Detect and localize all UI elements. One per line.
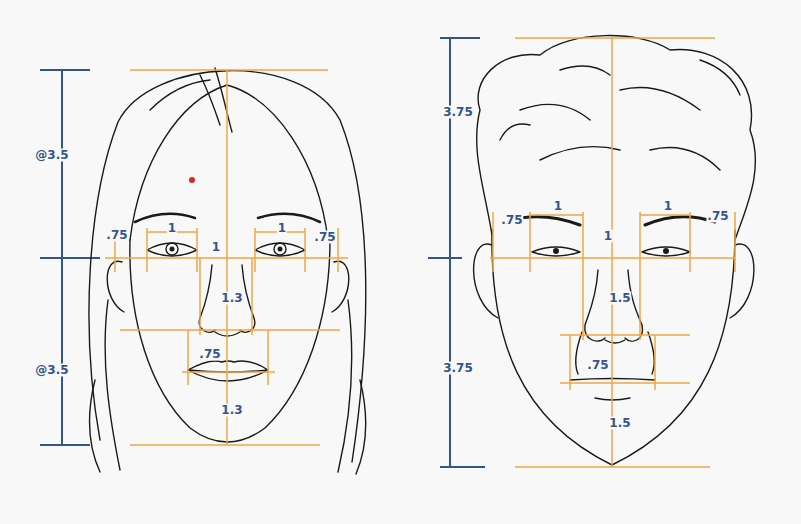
iris bbox=[274, 243, 286, 255]
iris bbox=[166, 243, 178, 255]
pupil bbox=[170, 247, 175, 252]
dimension-label: 1 bbox=[277, 222, 287, 235]
pupil bbox=[278, 247, 283, 252]
hair-strands bbox=[90, 68, 366, 474]
hair-outline bbox=[89, 71, 366, 462]
dimension-label: 1 bbox=[211, 241, 221, 254]
dimension-label: .75 bbox=[586, 359, 609, 372]
ear bbox=[107, 261, 349, 312]
eye bbox=[147, 243, 305, 256]
nose bbox=[585, 270, 643, 343]
face-outline bbox=[130, 240, 330, 442]
man-face bbox=[474, 36, 756, 465]
hair-outline bbox=[477, 36, 756, 240]
hair-strands bbox=[500, 60, 740, 170]
lips bbox=[188, 361, 268, 381]
proportion-guides bbox=[105, 38, 735, 467]
dimension-label: .75 bbox=[198, 348, 221, 361]
eyebrow bbox=[505, 217, 715, 225]
dimension-bars bbox=[40, 38, 485, 467]
face-outline bbox=[492, 230, 735, 465]
ear bbox=[474, 244, 754, 318]
dimension-label: 1.3 bbox=[220, 292, 243, 305]
dimension-label: 3.75 bbox=[442, 362, 474, 375]
dimension-label: 1 bbox=[663, 200, 673, 213]
dimension-label: 1 bbox=[167, 222, 177, 235]
dimension-label: @3.5 bbox=[34, 149, 69, 162]
dimension-label: 1.5 bbox=[608, 292, 631, 305]
guide-lines bbox=[490, 38, 735, 467]
dimension-label: 1.5 bbox=[608, 417, 631, 430]
dimension-label: .75 bbox=[706, 210, 729, 223]
dimension-label: 1.3 bbox=[220, 404, 243, 417]
forehead-dot bbox=[189, 177, 195, 183]
cheek-line bbox=[576, 332, 655, 374]
dimension-label: .75 bbox=[313, 231, 336, 244]
dimension-label: .75 bbox=[105, 229, 128, 242]
dimension-label: @3.5 bbox=[34, 364, 69, 377]
dimension-label: 1 bbox=[603, 230, 613, 243]
dimension-label: .75 bbox=[500, 214, 523, 227]
pupil bbox=[553, 248, 559, 254]
dimension-label: 1 bbox=[553, 200, 563, 213]
guide-lines bbox=[105, 70, 348, 445]
eye bbox=[532, 247, 690, 256]
pupil bbox=[663, 248, 669, 254]
dimension-label: 3.75 bbox=[442, 106, 474, 119]
woman-face bbox=[89, 68, 366, 474]
